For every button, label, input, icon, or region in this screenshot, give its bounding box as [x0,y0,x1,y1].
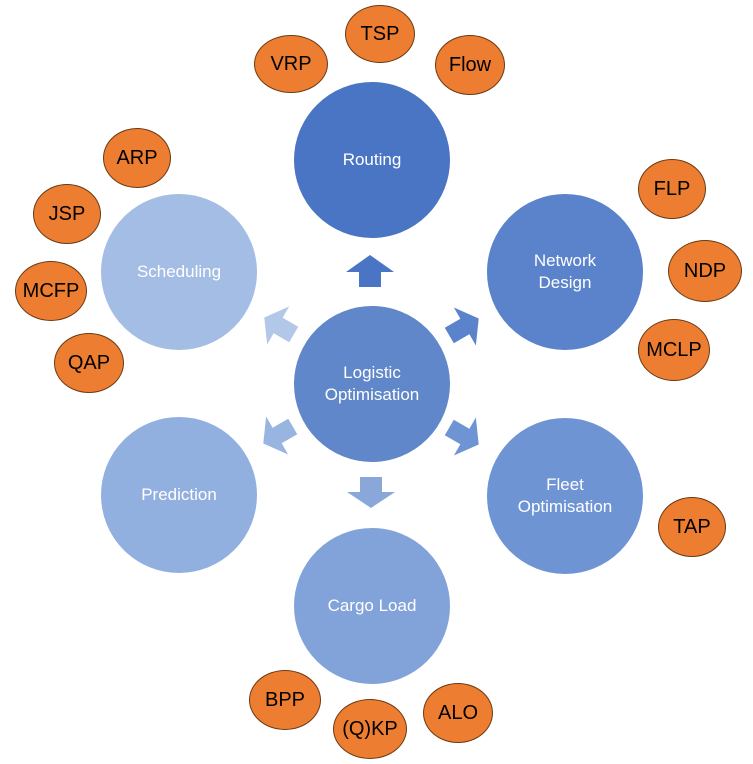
arrow-lower-left-icon [263,416,298,455]
badge-label: (Q)KP [342,717,398,740]
network-design-node-label: Network Design [533,250,597,292]
badge-label: MCFP [22,279,80,302]
badge-qkp: (Q)KP [333,699,407,759]
prediction-node-label: Prediction [141,484,217,504]
badge-label: Flow [448,53,492,76]
badge-qap: QAP [54,333,124,393]
badge-label: NDP [683,259,727,282]
badge-jsp: JSP [33,184,101,244]
badge-label: FLP [653,177,691,200]
arrow-lower-right-icon [444,417,479,456]
badge-tap: TAP [658,497,726,557]
badge-label: BPP [264,688,306,711]
badge-mcfp: MCFP [15,261,87,321]
badge-label: MCLP [646,338,702,361]
badge-alo: ALO [423,683,493,743]
badge-ndp: NDP [668,240,742,302]
routing-node-label: Routing [342,149,402,169]
center-node-label: Logistic Optimisation [324,362,420,404]
scheduling-node-label: Scheduling [136,261,222,281]
fleet-optimisation-node-label: Fleet Optimisation [517,474,613,516]
arrow-down-icon [347,477,395,508]
scheduling-node: Scheduling [100,193,258,351]
badge-vrp: VRP [254,35,328,93]
network-design-node: Network Design [486,193,644,351]
center-node: Logistic Optimisation [293,305,451,463]
badge-flow: Flow [435,35,505,95]
badge-label: ALO [437,701,479,724]
routing-node: Routing [293,81,451,239]
badge-arp: ARP [103,128,171,188]
badge-label: JSP [48,202,86,225]
arrow-upper-left-icon [264,306,299,345]
fleet-optimisation-node: Fleet Optimisation [486,417,644,575]
badge-bpp: BPP [249,670,321,730]
cargo-load-node: Cargo Load [293,527,451,685]
cargo-load-node-label: Cargo Load [327,595,417,615]
badge-flp: FLP [638,159,706,219]
arrow-upper-right-icon [444,307,479,346]
badge-label: ARP [116,146,158,169]
badge-mclp: MCLP [638,319,710,381]
arrow-up-icon [346,255,394,287]
badge-label: QAP [67,351,111,374]
badge-label: TSP [360,22,400,45]
badge-tsp: TSP [345,5,415,63]
badge-label: VRP [270,52,312,75]
badge-label: TAP [673,515,711,538]
prediction-node: Prediction [100,416,258,574]
